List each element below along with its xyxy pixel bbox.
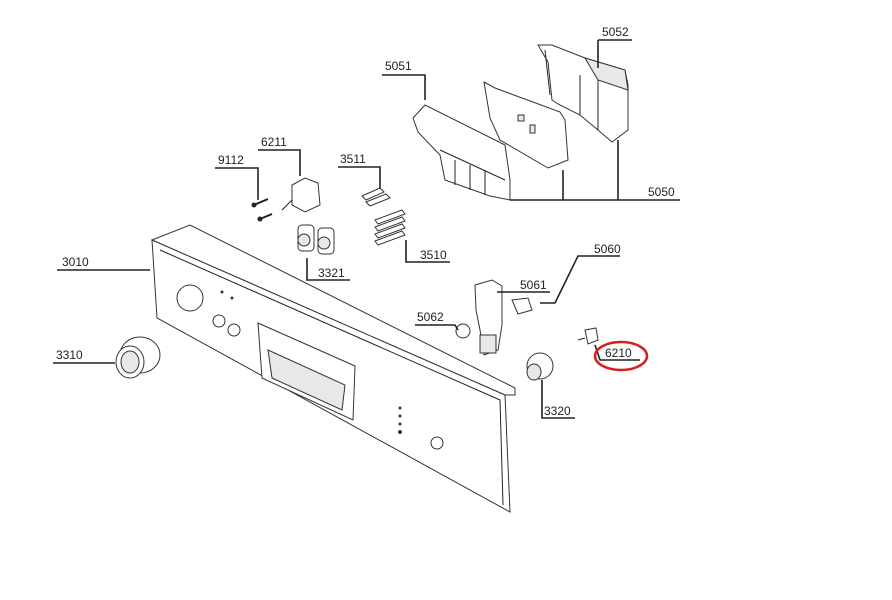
part-3010-control-panel — [150, 224, 516, 513]
label-5060: 5060 — [594, 242, 621, 256]
leader-lines — [53, 39, 680, 419]
part-3320-knob — [526, 352, 554, 381]
part-3310-knob — [115, 336, 161, 379]
label-3010: 3010 — [62, 255, 89, 269]
label-9112: 9112 — [218, 153, 244, 167]
part-3321-knob-holders — [297, 224, 335, 255]
label-5052: 5052 — [602, 25, 629, 39]
label-6210: 6210 — [605, 346, 632, 360]
label-3310: 3310 — [56, 348, 83, 362]
part-5061-module — [474, 279, 503, 356]
part-5050-circuit-board — [483, 81, 569, 169]
part-5052-cover — [537, 44, 629, 143]
label-3321: 3321 — [318, 266, 345, 280]
label-5051: 5051 — [385, 59, 412, 73]
label-3511: 3511 — [340, 152, 366, 166]
part-6211-switch — [281, 177, 321, 213]
part-3510-light-guides — [374, 209, 406, 246]
label-5062: 5062 — [417, 310, 444, 324]
part-5062-button — [455, 323, 471, 339]
label-6211: 6211 — [261, 135, 287, 149]
label-3320: 3320 — [544, 404, 571, 418]
part-9112-screws — [251, 198, 273, 222]
label-3510: 3510 — [420, 248, 447, 262]
highlight-circle-6210 — [593, 340, 649, 372]
label-5050: 5050 — [648, 185, 675, 199]
part-5060-board — [511, 297, 533, 315]
part-6210-switch — [577, 327, 599, 345]
part-5051-module-frame — [412, 104, 511, 201]
label-5061: 5061 — [520, 278, 547, 292]
part-3511-light-guides — [361, 187, 391, 207]
